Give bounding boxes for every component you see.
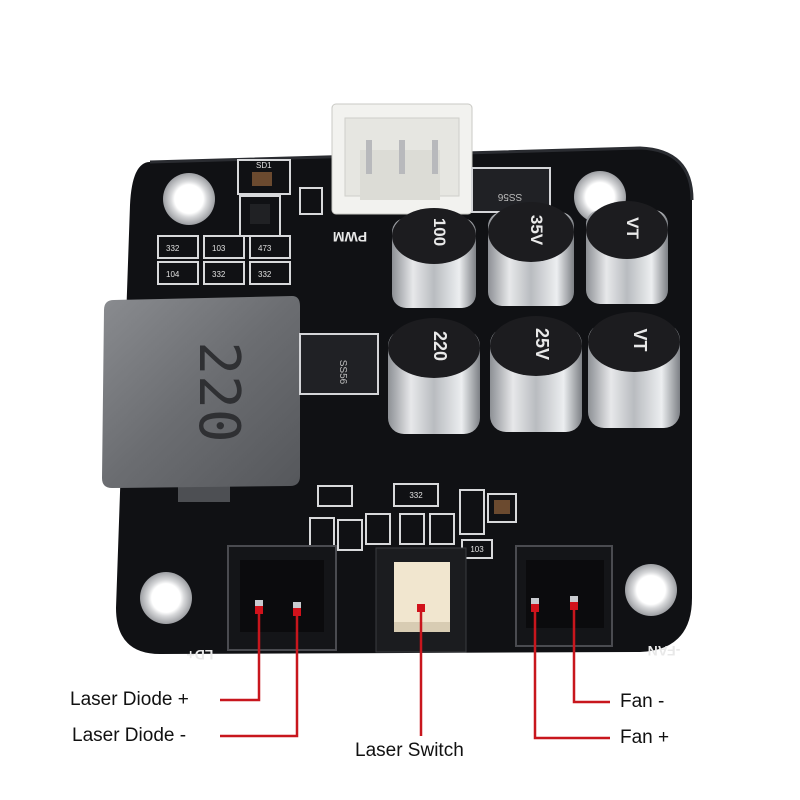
callout-lines — [220, 604, 610, 740]
inductor-marking: 220 — [186, 341, 251, 442]
cap1-value: 100 — [430, 218, 449, 246]
smd-mark-1: SD1 — [256, 161, 272, 170]
smd-cluster-top-left — [157, 159, 323, 285]
label-fan-minus: Fan - — [620, 691, 665, 712]
fan-connector — [515, 545, 613, 647]
capacitor-top-1: 100 — [392, 208, 476, 308]
ld-connector — [227, 545, 337, 651]
diode-mark-1: SS56 — [337, 360, 348, 385]
smd-mark-6: 332 — [212, 270, 226, 279]
label-laser-diode-plus: Laser Diode + — [70, 689, 189, 710]
cap3-series: VT — [623, 217, 642, 239]
callout-pins — [255, 602, 578, 616]
smd-mark-9: 103 — [470, 545, 484, 554]
capacitor-top-2: 35V — [488, 202, 574, 306]
smd-mark-3: 103 — [212, 244, 226, 253]
callout-line-laser-diode-minus — [220, 610, 299, 738]
label-laser-diode-minus: Laser Diode - — [72, 725, 187, 746]
smd-mark-2: 332 — [166, 244, 180, 253]
label-fan-plus: Fan + — [620, 727, 670, 748]
label-laser-switch: Laser Switch — [355, 740, 464, 761]
pwm-silk-label: PWM — [333, 229, 367, 245]
mounting-hole-bottom-left — [140, 572, 192, 624]
cap4-value: 220 — [430, 331, 450, 361]
capacitor-bottom-2: 25V — [490, 316, 582, 432]
cap6-series: VT — [630, 328, 650, 351]
capacitor-top-3: VT — [586, 201, 668, 304]
callout-line-fan-minus — [572, 604, 610, 704]
capacitor-bottom-1: 220 — [388, 318, 480, 434]
callout-line-laser-diode-plus — [220, 608, 261, 702]
mounting-hole-top-left — [163, 173, 215, 225]
smd-mark-4: 473 — [258, 244, 272, 253]
fan-silk-label: -FAN — [648, 643, 681, 659]
power-inductor: 220 — [102, 296, 300, 502]
smd-mark-7: 332 — [258, 270, 272, 279]
smd-mark-8: 332 — [409, 491, 423, 500]
pwm-connector — [331, 103, 473, 215]
cap2-voltage: 35V — [527, 215, 546, 246]
mounting-hole-bottom-right — [625, 564, 677, 616]
ld-silk-label: LD+ — [187, 647, 214, 663]
schottky-diodes: SS56 SS56 — [299, 167, 551, 395]
callout-line-fan-plus — [533, 606, 610, 740]
capacitor-bottom-3: VT — [588, 312, 680, 428]
cap5-voltage: 25V — [532, 328, 552, 360]
smd-mark-5: 104 — [166, 270, 180, 279]
diode-mark-2: SS56 — [497, 191, 522, 202]
